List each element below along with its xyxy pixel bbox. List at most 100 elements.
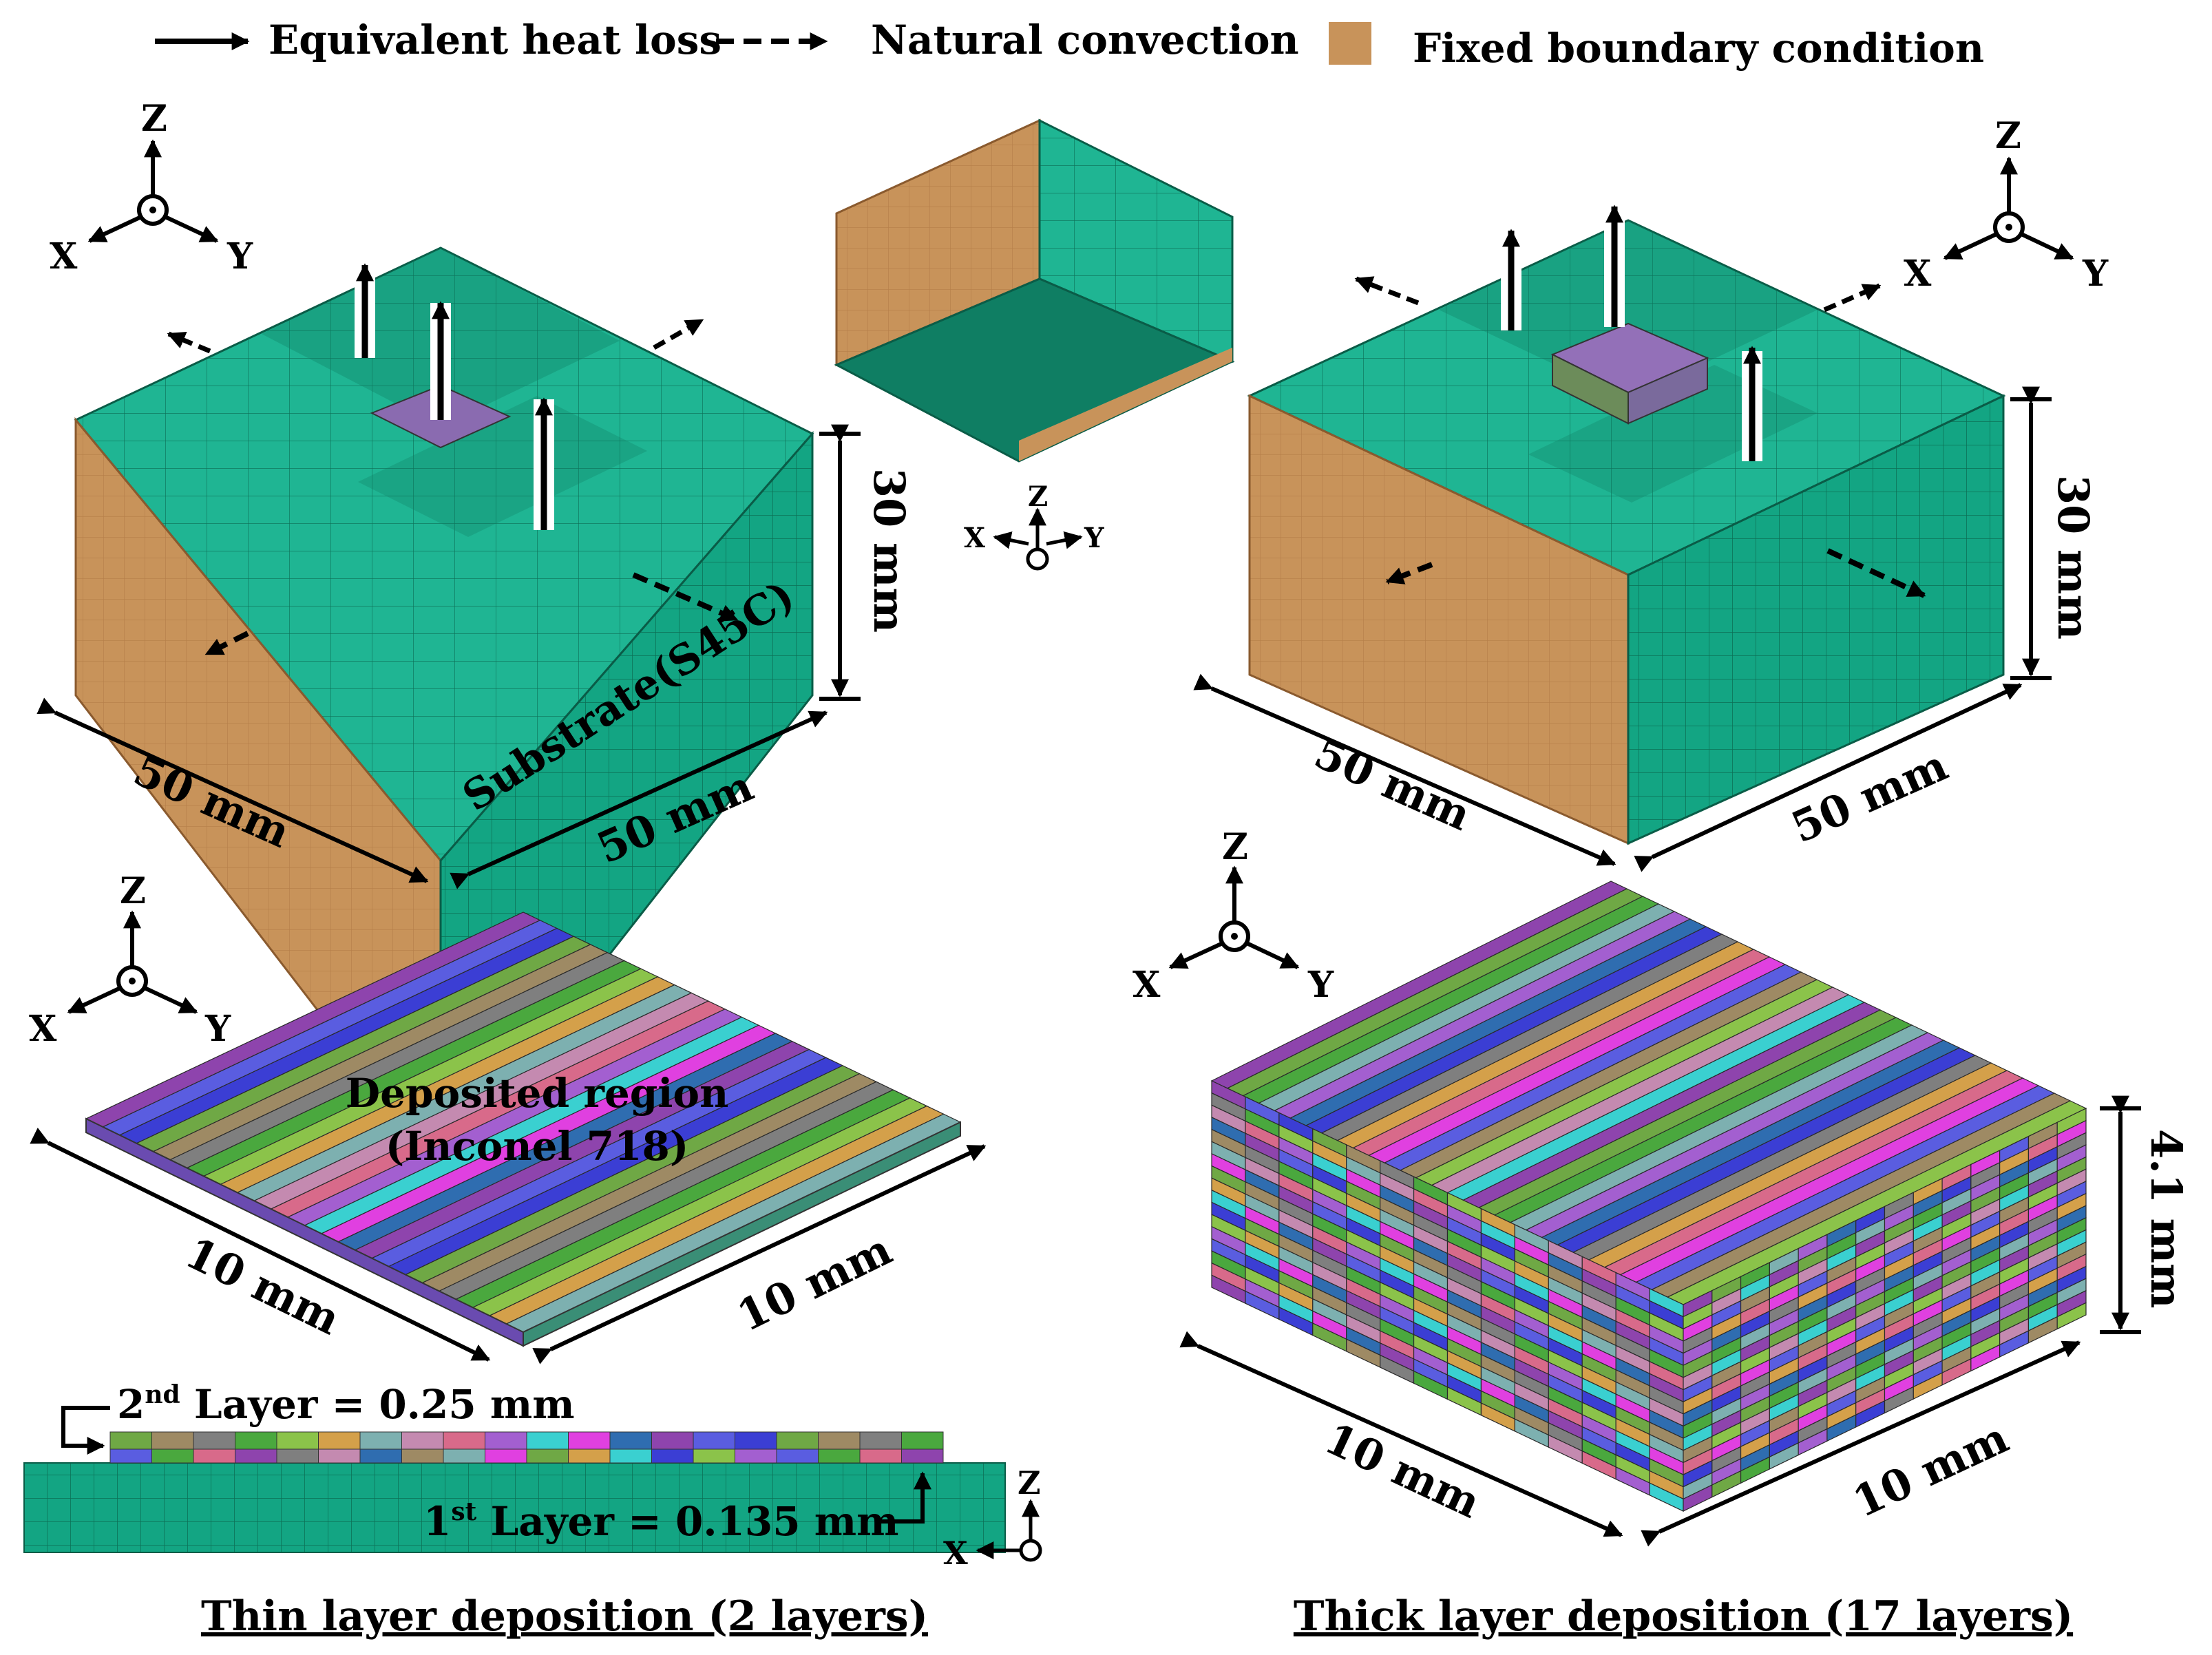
thin-substrate-dims xyxy=(36,424,861,889)
thick-convection-arrows xyxy=(1354,276,1926,598)
layer2-cell xyxy=(151,1431,194,1450)
axis-triad-center: Z X Y xyxy=(964,481,1104,571)
layer1-cell xyxy=(318,1448,361,1464)
axis-pair-cross-section: Z X xyxy=(943,1464,1042,1572)
layer1-cell xyxy=(359,1448,402,1464)
layer2-cell xyxy=(443,1431,485,1450)
legend-fixed-label: Fixed boundary condition xyxy=(1413,25,1984,72)
axis-label-z: Z xyxy=(120,870,146,912)
legend-heat-loss-label: Equivalent heat loss xyxy=(268,17,721,63)
layer2-cell xyxy=(735,1431,777,1450)
layer2-label: 2nd Layer = 0.25 mm xyxy=(117,1380,575,1428)
convection-arrow xyxy=(632,572,739,622)
axis-label-y: Y xyxy=(227,235,253,277)
thick-substrate-top-dark-band xyxy=(1439,220,1818,399)
layer1-cell xyxy=(235,1448,277,1464)
thick-deposit-dim-right-label: 10 mm xyxy=(1845,1412,2016,1527)
thick-heat-loss-arrows xyxy=(1501,204,1762,461)
inset-fixed-floor-edge xyxy=(1019,348,1232,461)
thick-caption: Thick layer deposition (17 layers) xyxy=(1294,1592,2073,1641)
thick-height-dim-label: 30 mm xyxy=(2048,475,2098,640)
thick-deposit-top-stripes xyxy=(1210,881,2087,1305)
convection-arrow xyxy=(167,331,211,354)
convection-arrow xyxy=(1385,562,1433,584)
thick-deposit-height-label: 4.1 mm xyxy=(2141,1129,2191,1309)
thin-caption: Thin layer deposition (2 layers) xyxy=(201,1592,928,1641)
thin-convection-arrows xyxy=(167,317,739,657)
layer2-cell xyxy=(109,1431,152,1450)
layer2-cell xyxy=(901,1431,944,1450)
legend: Equivalent heat loss Natural convection … xyxy=(155,17,1984,72)
layer1-cell xyxy=(776,1448,819,1464)
axis-label-z: Z xyxy=(141,98,167,140)
layer1-cell xyxy=(651,1448,694,1464)
convection-arrow xyxy=(1826,548,1926,598)
layer1-cell xyxy=(609,1448,652,1464)
layer2-cell xyxy=(568,1431,611,1450)
convection-arrow xyxy=(1354,276,1420,306)
axis-triad-bottom-right: Z X Y xyxy=(1133,826,1334,1006)
thin-deposit-dim-right-label: 10 mm xyxy=(730,1224,900,1341)
layer2-cell xyxy=(485,1431,527,1450)
axis-label-y: Y xyxy=(204,1008,231,1050)
axis-triad-top-left: Z X Y xyxy=(50,98,253,277)
layer1-cell xyxy=(193,1448,235,1464)
axis-label-z: Z xyxy=(1995,115,2021,157)
thin-height-dim-label: 30 mm xyxy=(864,468,914,633)
legend-convection-label: Natural convection xyxy=(871,17,1299,63)
layer1-cell xyxy=(693,1448,735,1464)
layer2-cell xyxy=(276,1431,319,1450)
layer2-callout xyxy=(61,1406,110,1455)
layer1-cell xyxy=(859,1448,902,1464)
thin-deposit-label-line2: (Inconel 718) xyxy=(386,1123,689,1170)
boundary-inset-block xyxy=(834,118,1235,463)
legend-fixed-swatch xyxy=(1329,22,1371,65)
layer1-cell xyxy=(485,1448,527,1464)
layer1-cell xyxy=(818,1448,861,1464)
layer2-cell xyxy=(776,1431,819,1450)
layer1-cell xyxy=(568,1448,611,1464)
layer1-cell xyxy=(109,1448,152,1464)
axis-triad-bottom-left: Z X Y xyxy=(29,870,231,1050)
axis-label-x: X xyxy=(1133,964,1161,1006)
thin-substrate-top-cross xyxy=(358,396,647,537)
thick-substrate-dims xyxy=(1193,386,2052,872)
layer1-cell xyxy=(151,1448,194,1464)
axis-label-x: X xyxy=(29,1008,57,1050)
layer2-cell xyxy=(235,1431,277,1450)
convection-arrow xyxy=(204,631,249,657)
layer2-cell xyxy=(193,1431,235,1450)
layer2-cell xyxy=(526,1431,569,1450)
layer1-cell xyxy=(526,1448,569,1464)
layer1-cell xyxy=(443,1448,485,1464)
axis-label-y: Y xyxy=(1084,522,1104,554)
layer1-label: 1st Layer = 0.135 mm xyxy=(423,1497,899,1545)
thin-heat-loss-arrows xyxy=(355,263,554,530)
layer1-callout xyxy=(878,1471,931,1524)
axis-label-x: X xyxy=(964,522,985,554)
convection-arrow xyxy=(1823,283,1882,313)
layer2-cell xyxy=(609,1431,652,1450)
thick-deposit-dim-left-label: 10 mm xyxy=(1318,1413,1488,1528)
cross-section-substrate xyxy=(23,1462,1006,1553)
layer2-cell xyxy=(818,1431,861,1450)
layer2-cell xyxy=(318,1431,361,1450)
axis-label-y: Y xyxy=(2082,253,2109,295)
axis-triad-top-right: Z X Y xyxy=(1904,115,2109,295)
layer1-cell xyxy=(401,1448,444,1464)
layer2-cell xyxy=(401,1431,444,1450)
layer2-cell xyxy=(693,1431,735,1450)
cross-section-layer1 xyxy=(109,1448,944,1464)
axis-label-y: Y xyxy=(1307,964,1334,1006)
layer2-cell xyxy=(859,1431,902,1450)
axis-label-z: Z xyxy=(1028,481,1048,513)
thin-deposit-label-line1: Deposited region xyxy=(346,1070,728,1117)
axis-label-x: X xyxy=(1904,253,1932,295)
axis-label-z: Z xyxy=(1018,1464,1041,1501)
axis-label-z: Z xyxy=(1222,826,1248,868)
layer2-cell xyxy=(359,1431,402,1450)
layer1-cell xyxy=(735,1448,777,1464)
cross-section-layer2 xyxy=(109,1431,944,1450)
thick-deposit-dims xyxy=(1179,1095,2141,1547)
